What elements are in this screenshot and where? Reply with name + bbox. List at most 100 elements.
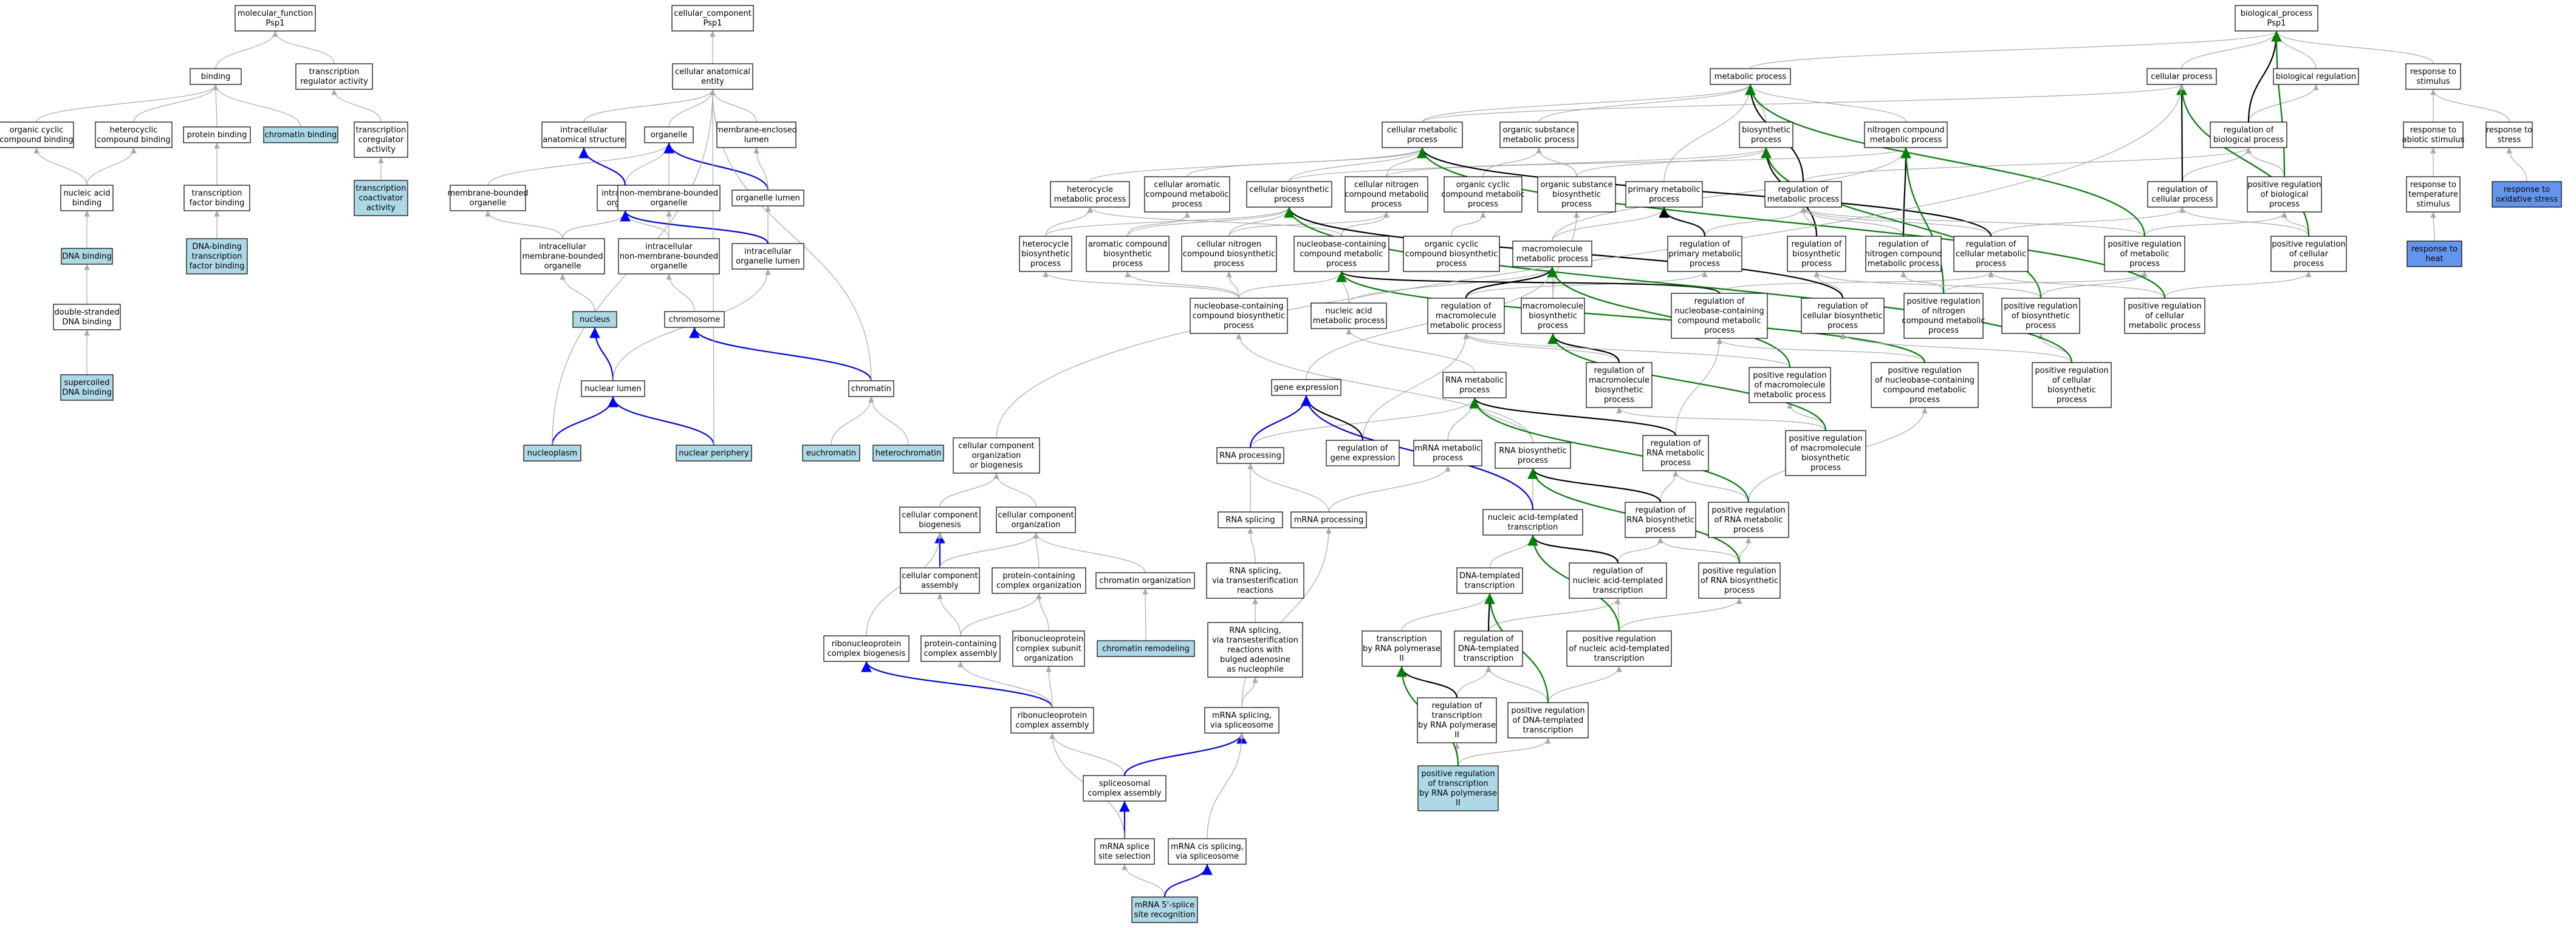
node-label-line: nuclear periphery	[679, 449, 749, 458]
edge-is-a	[485, 210, 563, 239]
node-label-line: biosynthetic	[1529, 312, 1577, 321]
go-term-node-mrna-cis: mRNA cis splicing,via spliceosome	[1168, 838, 1247, 865]
edge-is-a	[562, 210, 628, 239]
node-label-line: as nucleophile	[1227, 665, 1284, 674]
go-term-node-nuc-lumen: nuclear lumen	[581, 380, 645, 397]
node-box	[263, 126, 338, 143]
node-box	[900, 567, 980, 594]
node-label-line: process	[1538, 321, 1568, 330]
node-label-line: factor binding	[190, 199, 245, 208]
node-label-line: process	[1224, 321, 1254, 330]
go-term-node-chrom-bind: chromatin binding	[263, 126, 338, 143]
node-box	[2270, 236, 2347, 272]
edge-is-a	[1800, 206, 1904, 237]
node-box	[1083, 775, 1166, 802]
edge-is-a	[1036, 593, 1049, 632]
node-label-line: process	[1459, 386, 1490, 395]
node-label-line: cellular process	[2151, 72, 2213, 81]
edge-positively-regulates	[1547, 333, 1827, 431]
node-box	[2124, 298, 2205, 334]
node-box	[1094, 838, 1155, 865]
edge-positively-regulates	[1417, 147, 2166, 299]
node-label-line: protein-containing	[1002, 571, 1075, 581]
node-label-line: intracellular	[539, 242, 586, 251]
edge-is-a	[2040, 271, 2148, 299]
node-box	[183, 185, 250, 211]
edge-part-of	[663, 142, 769, 191]
node-label-line: of RNA metabolic	[1714, 516, 1783, 525]
node-label-line: process	[1030, 259, 1061, 268]
node-box	[1787, 236, 1846, 272]
node-box	[2235, 5, 2318, 32]
edge-is-a	[1247, 463, 1329, 513]
node-box	[1204, 707, 1279, 734]
node-label-line: binding	[201, 72, 230, 81]
node-box	[1326, 440, 1400, 466]
node-box	[190, 68, 242, 85]
edge-is-a	[1236, 333, 1533, 443]
node-label-line: nitrogen compound	[1865, 250, 1942, 259]
node-label-line: regulation of	[1879, 240, 1929, 249]
node-box	[1864, 121, 1948, 148]
go-term-node-chrom-remod: chromatin remodeling	[1097, 640, 1195, 657]
node-label-line: compound biosynthetic	[1183, 250, 1276, 259]
node-label: nucleoplasm	[527, 449, 577, 458]
node-label-line: II	[1454, 731, 1459, 740]
node-box	[1482, 509, 1583, 536]
node-label-line: macromolecule	[1436, 312, 1496, 321]
node-box	[2147, 181, 2218, 208]
node-label-line: regulation of	[1593, 567, 1643, 576]
edge-part-of	[861, 661, 1053, 708]
edge-is-a	[1401, 593, 1493, 632]
edge-is-a	[1739, 537, 1752, 564]
node-label: gene expression	[1274, 383, 1339, 392]
edge-is-a	[487, 142, 672, 186]
node-label-line: transcription	[309, 67, 360, 77]
node-label-line: RNA processing	[1219, 451, 1281, 460]
node-label: chromosome	[669, 315, 720, 324]
node-box	[1131, 896, 1198, 923]
node-label-line: Psp1	[704, 19, 722, 28]
node-label-line: compound metabolic	[1145, 190, 1228, 199]
edge-part-of	[551, 396, 618, 446]
node-label-line: cellular process	[2151, 195, 2213, 204]
edge-is-a	[1362, 333, 1469, 441]
node-label-line: positive regulation	[1582, 635, 1656, 644]
edge-is-a	[1750, 30, 2280, 69]
node-box	[676, 445, 752, 462]
node-label-line: metabolic process	[1868, 259, 1940, 268]
edge-regulates	[1527, 468, 1662, 503]
node-label-line: stimulus	[2416, 77, 2450, 86]
node-label-line: DNA-templated	[1459, 571, 1520, 581]
node-box	[183, 126, 251, 143]
edge-part-of	[689, 327, 872, 381]
node-label-line: entity	[701, 77, 724, 86]
node-label-line: metabolic process	[1313, 316, 1385, 326]
node-label-line: site recognition	[1134, 910, 1196, 919]
go-term-node-organelle: organelle	[644, 126, 694, 143]
